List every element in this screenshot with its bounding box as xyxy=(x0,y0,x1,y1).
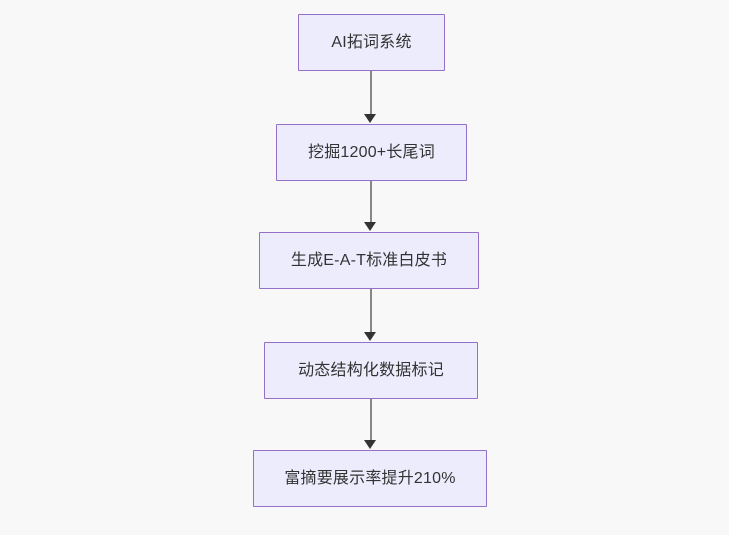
arrowhead-down-icon xyxy=(364,332,376,341)
flow-node-structured-data-markup[interactable]: 动态结构化数据标记 xyxy=(264,342,478,399)
arrowhead-down-icon xyxy=(364,440,376,449)
flow-node-label: 富摘要展示率提升210% xyxy=(284,469,456,487)
flow-node-rich-snippet-result[interactable]: 富摘要展示率提升210% xyxy=(253,450,487,507)
flow-node-ai-keyword-system[interactable]: AI拓词系统 xyxy=(298,14,445,71)
edge-line xyxy=(370,71,372,115)
flow-node-label: 动态结构化数据标记 xyxy=(298,361,444,379)
flow-node-longtail-keywords[interactable]: 挖掘1200+长尾词 xyxy=(276,124,467,181)
flow-node-label: 生成E-A-T标准白皮书 xyxy=(290,251,448,269)
edge-line xyxy=(370,289,372,333)
flow-node-eat-whitepaper[interactable]: 生成E-A-T标准白皮书 xyxy=(259,232,479,289)
arrowhead-down-icon xyxy=(364,222,376,231)
arrowhead-down-icon xyxy=(364,114,376,123)
edge-line xyxy=(370,399,372,441)
flow-node-label: 挖掘1200+长尾词 xyxy=(308,143,435,161)
flow-node-label: AI拓词系统 xyxy=(331,33,412,51)
edge-line xyxy=(370,181,372,223)
